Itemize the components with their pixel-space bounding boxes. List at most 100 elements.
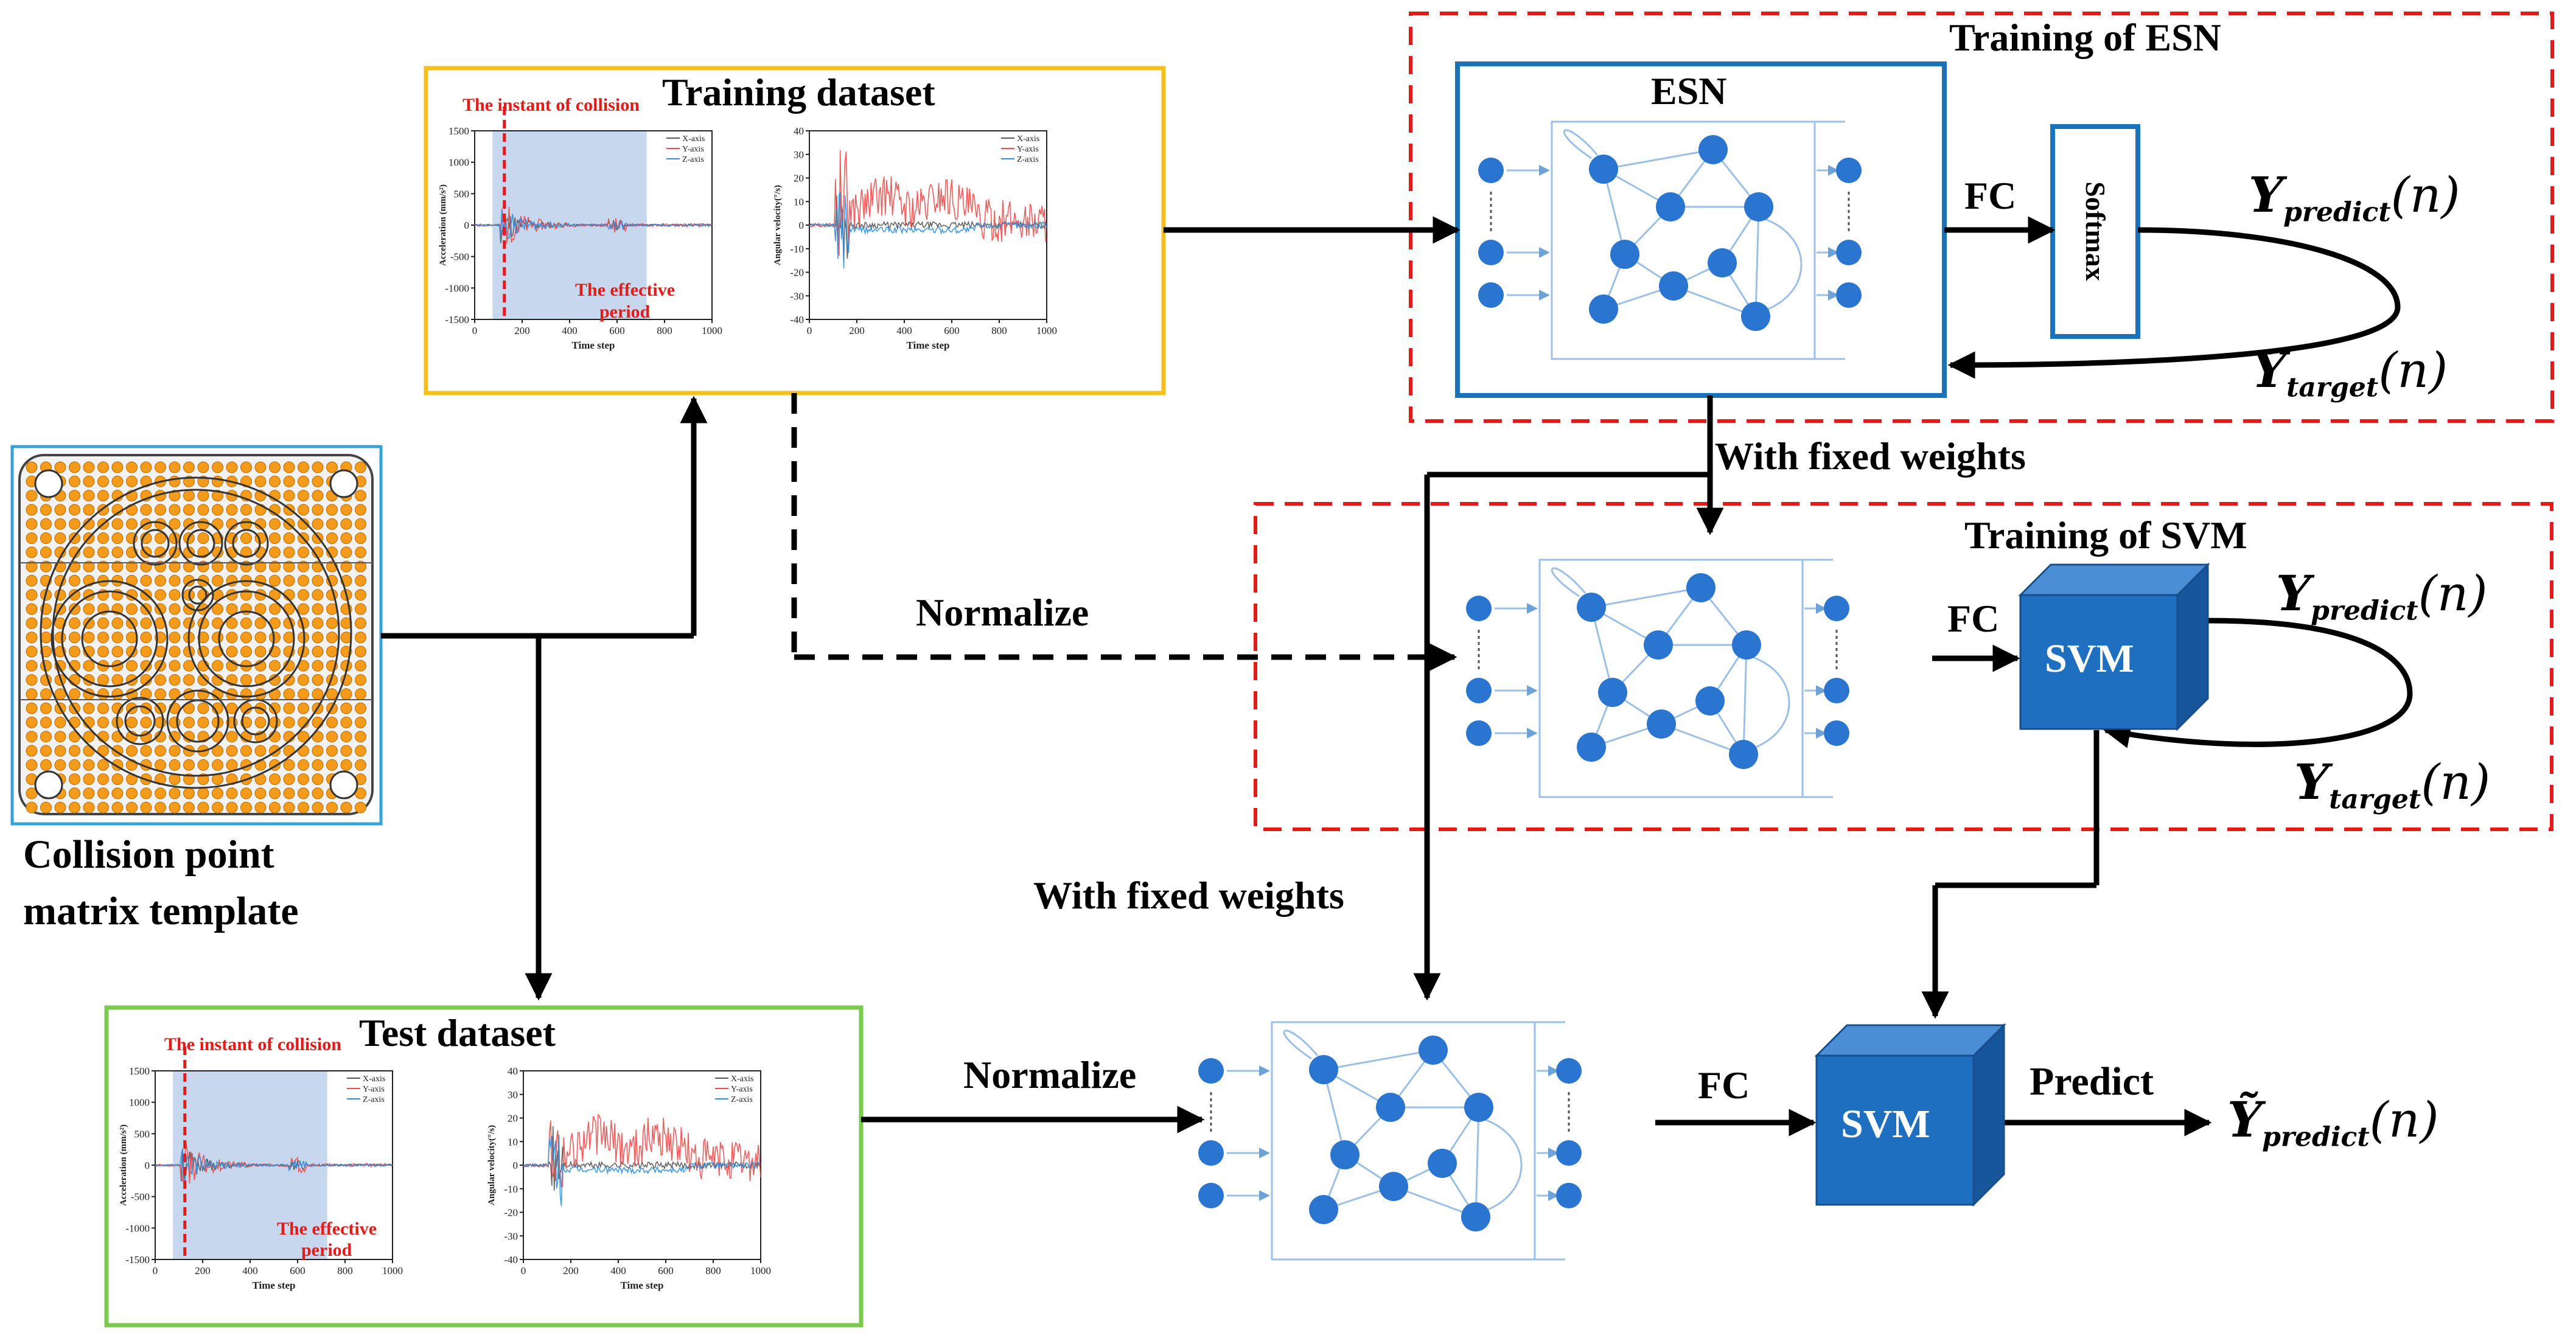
- reservoir-node: [1379, 1172, 1408, 1201]
- collision-point: [40, 504, 52, 516]
- y-tilde-predict: Ỹpredict(n): [2227, 1091, 2439, 1153]
- y-tick-label: -500: [131, 1191, 150, 1203]
- collision-point: [326, 532, 338, 544]
- collision-point: [69, 504, 80, 516]
- collision-point: [240, 461, 252, 473]
- collision-point: [169, 518, 181, 530]
- collision-point: [111, 546, 124, 559]
- collision-point: [40, 632, 52, 644]
- input-node: [1478, 282, 1504, 308]
- collision-point: [83, 632, 95, 644]
- collision-point: [126, 560, 138, 573]
- input-node: [1198, 1058, 1224, 1084]
- mount-hole: [34, 469, 63, 498]
- reservoir-node: [1698, 135, 1728, 164]
- collision-point: [155, 716, 166, 728]
- x-tick-label: 600: [944, 325, 960, 336]
- series-y-line: [474, 206, 713, 244]
- collision-point: [283, 801, 295, 813]
- x-tick-label: 800: [657, 325, 672, 336]
- collision-point: [83, 731, 95, 743]
- legend-label: X-axis: [1017, 134, 1039, 144]
- collision-point: [240, 518, 252, 530]
- reservoir-node: [1708, 248, 1737, 277]
- collision-point: [283, 674, 295, 686]
- x-tick-label: 1000: [382, 1265, 403, 1277]
- collision-point: [212, 660, 223, 672]
- collision-point: [312, 603, 324, 615]
- collision-point: [298, 504, 309, 516]
- series-y-line: [523, 1113, 761, 1188]
- output-node: [1836, 282, 1862, 308]
- collision-point: [126, 461, 138, 473]
- collision-point: [197, 801, 209, 813]
- collision-point: [69, 787, 80, 799]
- collision-point: [212, 787, 223, 799]
- collision-point: [269, 475, 281, 487]
- collision-point: [197, 490, 209, 502]
- collision-point: [312, 745, 324, 757]
- collision-point: [240, 688, 252, 700]
- reservoir-edge: [1323, 1049, 1434, 1071]
- collision-point: [26, 546, 38, 559]
- training-dataset-title: Training dataset: [662, 71, 935, 114]
- collision-point: [355, 632, 366, 644]
- y-tick-label: 40: [508, 1065, 518, 1077]
- legend-label: X-axis: [363, 1075, 385, 1084]
- output-bracket: [1801, 559, 1833, 798]
- input-node: [1466, 596, 1492, 621]
- collision-point: [40, 731, 52, 743]
- collision-point: [312, 688, 324, 700]
- collision-point: [355, 745, 366, 757]
- x-tick-label: 200: [195, 1265, 211, 1277]
- y-tick-label: 1500: [129, 1065, 150, 1077]
- collision-point: [169, 801, 181, 813]
- template-ring: [40, 476, 352, 789]
- reservoir-edge: [1475, 1107, 1480, 1217]
- collision-point: [83, 801, 95, 813]
- collision-point: [169, 589, 181, 601]
- collision-point: [69, 646, 80, 658]
- collision-point: [97, 546, 109, 559]
- collision-point: [340, 745, 352, 757]
- collision-point: [111, 560, 124, 573]
- normalize-label-test: Normalize: [963, 1053, 1137, 1096]
- reservoir-node: [1686, 573, 1716, 602]
- series-y-line: [809, 150, 1047, 256]
- collision-point: [183, 504, 195, 516]
- collision-point: [169, 632, 181, 644]
- collision-point: [283, 702, 295, 714]
- collision-point: [111, 532, 124, 544]
- collision-point: [326, 801, 338, 813]
- y-tick-label: -30: [790, 290, 804, 302]
- template-ring: [218, 610, 275, 667]
- collision-point: [355, 688, 366, 700]
- x-axis-label: Time step: [572, 340, 615, 351]
- collision-point: [140, 617, 152, 629]
- esn-reservoir: [1478, 120, 1862, 360]
- output-bracket: [1534, 1021, 1565, 1261]
- collision-point: [40, 759, 52, 771]
- collision-point: [169, 674, 181, 686]
- collision-point: [169, 603, 181, 615]
- output-node: [1836, 158, 1862, 183]
- reservoir-node: [1309, 1195, 1338, 1224]
- collision-point: [54, 504, 66, 516]
- collision-point: [83, 745, 95, 757]
- y-tick-label: -1000: [445, 282, 469, 294]
- template-ring: [133, 521, 178, 566]
- x-tick-label: 200: [514, 325, 530, 336]
- collision-point: [283, 490, 295, 502]
- collision-point: [155, 674, 166, 686]
- collision-point: [83, 702, 95, 714]
- legend-label: Y-axis: [682, 145, 704, 154]
- y-tick-label: -1000: [125, 1222, 150, 1234]
- collision-point: [355, 660, 366, 672]
- y-tick-label: -1500: [125, 1254, 150, 1266]
- collision-point: [169, 617, 181, 629]
- collision-point: [212, 475, 223, 487]
- collision-point: [197, 716, 209, 728]
- collision-point: [240, 646, 252, 658]
- mount-hole: [329, 770, 358, 799]
